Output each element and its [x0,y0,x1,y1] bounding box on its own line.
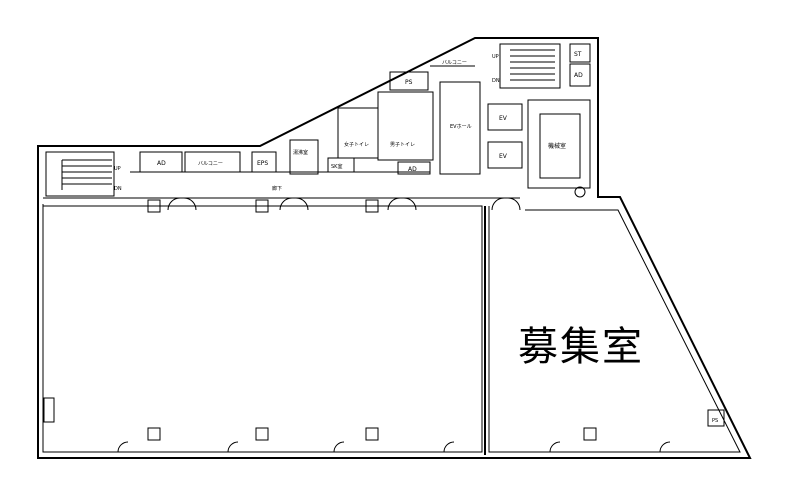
st-room [569,43,591,63]
sk-room-label: SK室 [331,163,342,170]
ev1-label: EV [499,115,508,122]
ps-bottom-label: PS [712,418,718,424]
dn-left-label: DN [114,186,122,192]
office-right-walls [488,206,741,453]
machine-room [527,99,591,189]
up-left-label: UP [114,166,121,172]
recruiting-room-label: 募集室 [518,324,644,370]
door-swings [117,197,671,453]
ev2-label: EV [499,153,508,160]
ps-top-label: PS [405,79,413,86]
ad-mid-label: AD [408,166,417,173]
machine-room-inner [539,113,581,179]
dn-top-label: DN [492,78,500,84]
top-stair-treads [510,49,555,81]
machine-room-label: 機械室 [548,142,566,150]
ev2-shaft [487,141,523,169]
left-stair-treads [61,159,112,190]
balcony-left-label: バルコニー [198,161,223,167]
office-left-walls [42,204,483,453]
balcony-left [184,151,241,173]
ad-top-room [569,63,591,87]
eps-room [251,151,277,173]
ev1-shaft [487,103,523,131]
ev-hall-label: EVホール [450,124,472,130]
columns [43,186,725,441]
mens-toilet-room [377,91,434,161]
top-stair [499,43,561,89]
st-label: ST [574,51,582,58]
kitchenette-room [289,139,319,175]
ad-left-label: AD [157,160,166,167]
ps-top-room [389,71,429,91]
ad-top-label: AD [574,72,583,79]
corridor-label: 廊下 [272,185,282,192]
left-stair [45,151,115,197]
eps-label: EPS [257,160,268,167]
kitchenette-label: 湯沸室 [293,149,308,156]
mens-toilet-label: 男子トイレ [390,141,415,148]
up-top-label: UP [492,54,499,60]
ev-hall [439,81,481,175]
ad-mid-room [397,161,431,175]
building-outline [37,37,752,459]
womens-toilet-room [337,107,379,159]
balcony-top-label: バルコニー [442,60,467,66]
womens-toilet-label: 女子トイレ [344,141,369,148]
ad-left-room [139,151,183,173]
